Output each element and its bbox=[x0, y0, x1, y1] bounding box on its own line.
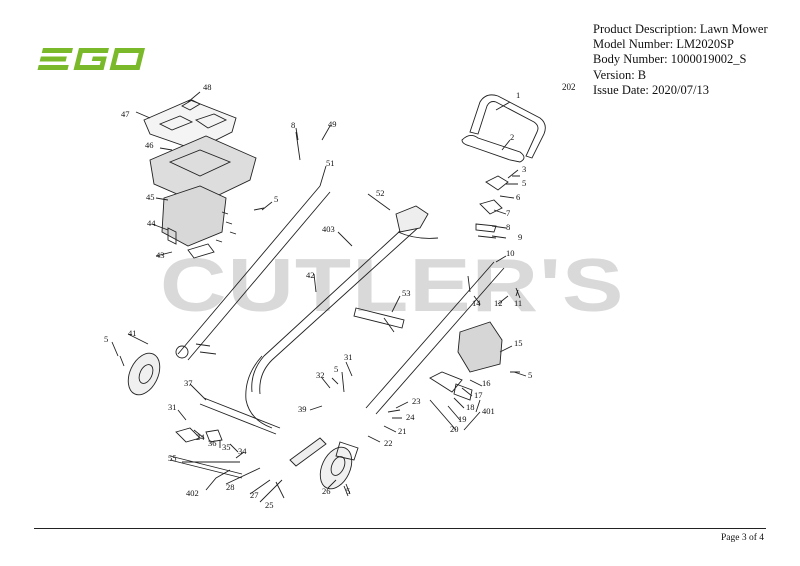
callout-labels: 1 2 3 5 6 7 8 9 10 11 12 14 15 5 16 17 1… bbox=[104, 82, 532, 510]
upper-handle-tube-right bbox=[251, 219, 421, 395]
callout-24: 24 bbox=[406, 412, 415, 422]
callout-55: 55 bbox=[168, 453, 177, 463]
cable-loop bbox=[461, 135, 525, 163]
body-number: Body Number: 1000019002_S bbox=[593, 52, 747, 67]
callout-47: 47 bbox=[121, 109, 130, 119]
cross-bar bbox=[353, 307, 405, 333]
callout-5: 5 bbox=[346, 486, 350, 496]
callout-14: 14 bbox=[472, 298, 481, 308]
callout-401: 401 bbox=[482, 406, 495, 416]
upper-handle-tube-left bbox=[177, 185, 331, 361]
callout-52: 52 bbox=[376, 188, 385, 198]
page-number: Page 3 of 4 bbox=[720, 533, 764, 543]
callout-42: 42 bbox=[306, 270, 315, 280]
callout-17: 17 bbox=[474, 390, 483, 400]
callout-19: 19 bbox=[458, 414, 467, 424]
callout-20: 20 bbox=[450, 424, 459, 434]
callout-10: 10 bbox=[506, 248, 515, 258]
callout-39: 39 bbox=[298, 404, 307, 414]
callout-8: 8 bbox=[291, 120, 295, 130]
callout-32: 32 bbox=[316, 370, 325, 380]
callout-18: 18 bbox=[466, 402, 475, 412]
callout-46: 46 bbox=[145, 140, 154, 150]
callout-5: 5 bbox=[528, 370, 532, 380]
switch-box bbox=[161, 185, 227, 247]
callout-37: 37 bbox=[184, 378, 193, 388]
reference-number: 202 bbox=[562, 82, 576, 92]
product-description: Product Description: Lawn Mower bbox=[593, 22, 768, 36]
callout-5: 5 bbox=[334, 364, 338, 374]
lever-assembly bbox=[457, 321, 503, 373]
callout-6: 6 bbox=[516, 192, 520, 202]
callout-31: 31 bbox=[168, 402, 177, 412]
callout-51: 51 bbox=[326, 158, 335, 168]
callout-22: 22 bbox=[384, 438, 393, 448]
callout-31: 31 bbox=[344, 352, 353, 362]
ego-logo bbox=[36, 44, 152, 74]
callout-3: 3 bbox=[522, 164, 526, 174]
callout-35: 35 bbox=[222, 442, 231, 452]
callout-21: 21 bbox=[398, 426, 407, 436]
callout-9: 9 bbox=[518, 232, 522, 242]
callout-23: 23 bbox=[412, 396, 421, 406]
version: Version: B bbox=[593, 67, 647, 82]
lower-handle-tube bbox=[365, 261, 505, 415]
callout-36: 36 bbox=[208, 438, 217, 448]
callout-53: 53 bbox=[402, 288, 411, 298]
callout-45: 45 bbox=[146, 192, 155, 202]
callout-15: 15 bbox=[514, 338, 523, 348]
product-info: Product Description: Lawn Mower Model Nu… bbox=[593, 22, 768, 98]
console-body bbox=[149, 135, 257, 205]
callout-41: 41 bbox=[128, 328, 137, 338]
callout-26: 26 bbox=[322, 486, 331, 496]
callout-49: 49 bbox=[328, 119, 337, 129]
callout-25: 25 bbox=[265, 500, 274, 510]
callout-403: 403 bbox=[322, 224, 335, 234]
callout-12: 12 bbox=[494, 298, 503, 308]
callout-8: 8 bbox=[506, 222, 510, 232]
issue-date: Issue Date: 2020/07/13 bbox=[593, 82, 709, 97]
callout-43: 43 bbox=[156, 250, 165, 260]
callout-5: 5 bbox=[104, 334, 108, 344]
footer-divider bbox=[34, 528, 766, 529]
handle-bar bbox=[469, 94, 546, 159]
callout-48: 48 bbox=[203, 82, 212, 92]
left-wheel bbox=[127, 352, 161, 396]
callout-34: 34 bbox=[238, 446, 247, 456]
right-wheel bbox=[319, 446, 353, 490]
callout-16: 16 bbox=[482, 378, 491, 388]
callout-5: 5 bbox=[522, 178, 526, 188]
callout-1: 1 bbox=[516, 90, 520, 100]
callout-24: 24 bbox=[196, 432, 205, 442]
callout-27: 27 bbox=[250, 490, 259, 500]
callout-5: 5 bbox=[274, 194, 278, 204]
watermark: CUTLER'S bbox=[160, 243, 625, 328]
callout-2: 2 bbox=[510, 132, 514, 142]
callout-7: 7 bbox=[506, 208, 510, 218]
callout-28: 28 bbox=[226, 482, 235, 492]
rear-axle bbox=[169, 455, 243, 479]
model-number: Model Number: LM2020SP bbox=[593, 37, 734, 52]
callout-44: 44 bbox=[147, 218, 156, 228]
callout-402: 402 bbox=[186, 488, 199, 498]
callout-11: 11 bbox=[514, 298, 522, 308]
